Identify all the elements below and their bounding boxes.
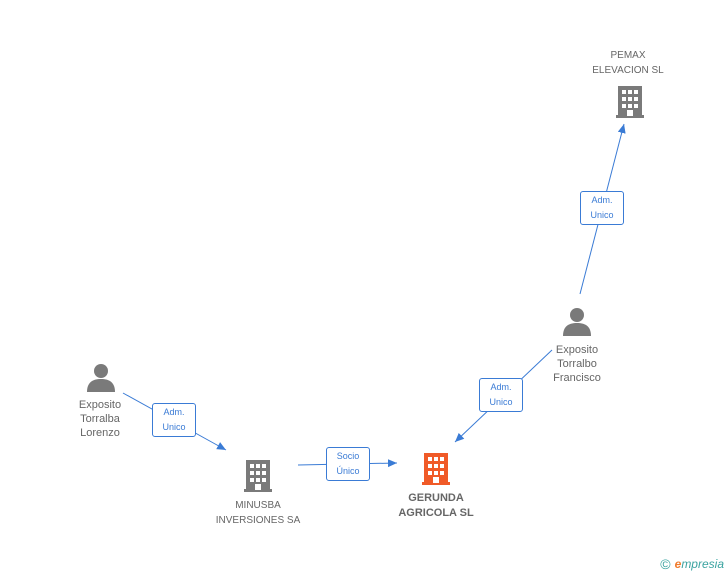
edge-label-francisco-gerunda: Adm. Unico: [479, 378, 523, 412]
edge-label-lorenzo-minusba: Adm. Unico: [152, 403, 196, 437]
node-label-minusba[interactable]: MINUSBA INVERSIONES SA: [215, 500, 301, 526]
node-label-francisco[interactable]: Exposito Torralbo Francisco: [553, 344, 601, 384]
person-icon[interactable]: [563, 308, 591, 336]
edge-label-minusba-gerunda: Socio Único: [326, 447, 370, 481]
copyright-icon: ©: [660, 556, 671, 572]
building-icon[interactable]: [616, 86, 644, 118]
brand-name: empresia: [674, 557, 724, 571]
building-icon[interactable]: [244, 460, 272, 492]
edge-label-francisco-pemax: Adm. Unico: [580, 191, 624, 225]
node-label-lorenzo[interactable]: Exposito Torralba Lorenzo: [78, 399, 122, 439]
brand-logo[interactable]: © empresia: [660, 556, 724, 572]
node-label-pemax[interactable]: PEMAX ELEVACION SL: [592, 50, 664, 76]
building-icon[interactable]: [422, 453, 450, 485]
person-icon[interactable]: [87, 364, 115, 392]
node-label-gerunda[interactable]: GERUNDA AGRICOLA SL: [398, 492, 474, 519]
